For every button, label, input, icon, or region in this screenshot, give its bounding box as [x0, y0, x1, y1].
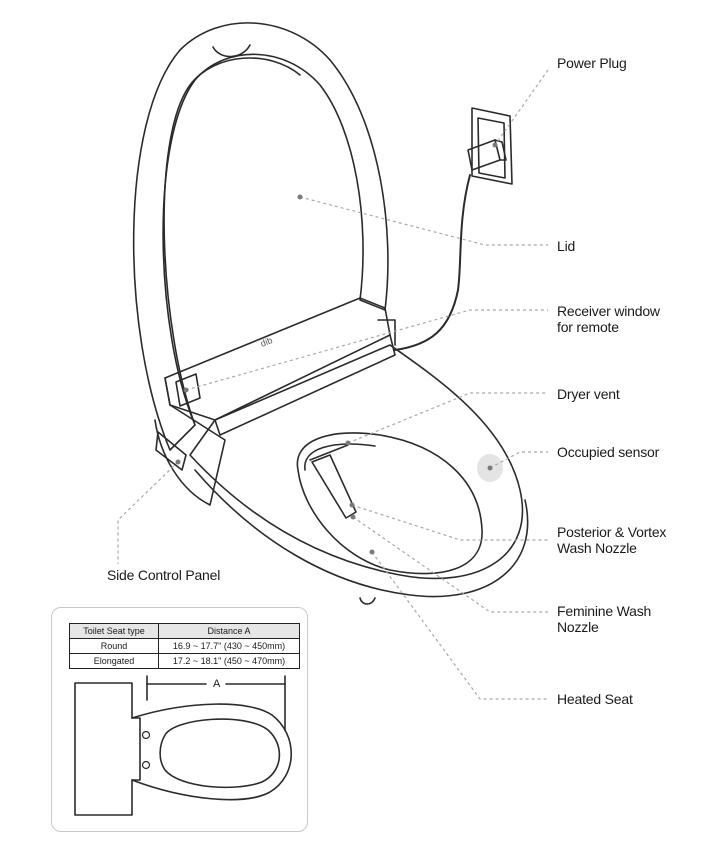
label-feminine-line1: Feminine Wash: [557, 603, 652, 619]
label-feminine-nozzle: Feminine Wash Nozzle: [557, 603, 651, 635]
table-header-row: Toilet Seat type Distance A: [69, 623, 300, 639]
label-receiver-line2: for remote: [557, 319, 619, 335]
label-heated-seat: Heated Seat: [557, 691, 633, 707]
table-cell-distance: 16.9 ~ 17.7" (430 ~ 450mm): [158, 638, 300, 654]
table-cell-distance: 17.2 ~ 18.1" (450 ~ 470mm): [158, 653, 300, 669]
dimension-label-a: A: [210, 678, 224, 690]
label-receiver-window: Receiver window for remote: [557, 303, 660, 335]
lid-hinge-cap: [212, 44, 251, 58]
label-power-plug: Power Plug: [557, 55, 627, 71]
table-header-distance: Distance A: [158, 623, 300, 639]
seat-opening: [296, 432, 483, 575]
leader-power-plug: [494, 69, 549, 146]
label-side-control-panel: Side Control Panel: [107, 567, 221, 583]
power-cord: [394, 174, 471, 351]
lid-outline: [132, 22, 389, 451]
label-receiver-line1: Receiver window: [557, 303, 660, 319]
nozzle-arm: [311, 454, 357, 519]
inset-tank: [74, 682, 141, 816]
table-cell-type: Elongated: [69, 653, 159, 669]
table-cell-type: Round: [69, 638, 159, 654]
leader-dryer-vent: [347, 392, 548, 444]
wall-outlet: [471, 107, 513, 185]
label-posterior-line1: Posterior & Vortex: [557, 524, 667, 540]
leader-receiver: [185, 309, 548, 391]
seat-spec-table: Toilet Seat type Distance A Round 16.9 ~…: [69, 623, 300, 669]
label-lid: Lid: [557, 238, 576, 254]
leader-lid: [299, 196, 548, 246]
label-posterior-nozzle: Posterior & Vortex Wash Nozzle: [557, 524, 666, 556]
inset-seat-outer: [131, 703, 292, 801]
leader-feminine: [352, 516, 548, 613]
label-posterior-line2: Wash Nozzle: [557, 540, 637, 556]
leader-posterior: [351, 504, 548, 541]
inset-seat-opening: [159, 718, 281, 789]
label-feminine-line2: Nozzle: [557, 619, 599, 635]
seat-rim: [194, 469, 529, 598]
table-row: Elongated 17.2 ~ 18.1" (450 ~ 470mm): [69, 653, 300, 669]
lid-inner-edge: [163, 57, 301, 426]
seat-outer: [189, 344, 524, 580]
label-dryer-vent: Dryer vent: [557, 386, 620, 402]
leader-side-control: [117, 461, 179, 564]
dimension-inset: [51, 607, 308, 832]
table-header-seat-type: Toilet Seat type: [69, 623, 159, 639]
leader-heated: [371, 551, 548, 700]
label-occupied-sensor: Occupied sensor: [557, 444, 660, 460]
table-row: Round 16.9 ~ 17.7" (430 ~ 450mm): [69, 638, 300, 654]
brand-mark: dib: [259, 335, 274, 349]
